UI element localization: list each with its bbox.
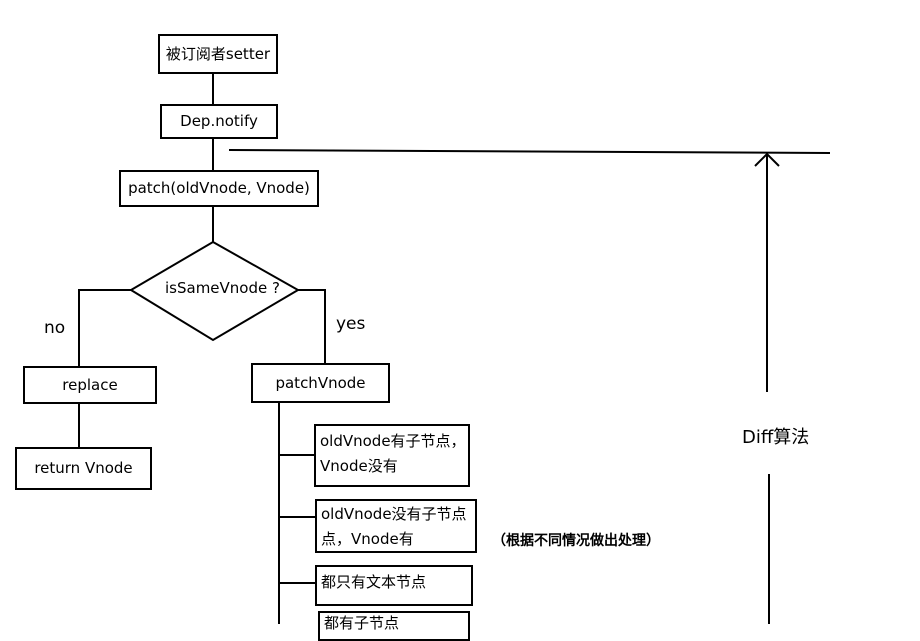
case1-line2: Vnode没有	[320, 456, 398, 475]
yes-label: yes	[336, 314, 366, 334]
diff-arrow-head	[754, 152, 780, 167]
diff-feedback-line	[228, 149, 831, 154]
node-patch-vnode: patchVnode	[251, 363, 390, 403]
edge-no-branch	[78, 289, 131, 367]
node-case-text-only: 都只有文本节点	[315, 565, 473, 606]
node-replace: replace	[23, 366, 157, 404]
node-patch: patch(oldVnode, Vnode)	[119, 170, 319, 207]
connector-lines	[78, 73, 831, 624]
node-patch-vnode-label: patchVnode	[275, 373, 366, 392]
no-label: no	[44, 318, 66, 338]
handling-note: （根据不同情况做出处理）	[492, 533, 660, 549]
node-return-vnode: return Vnode	[15, 447, 152, 490]
diff-algorithm-label: Diff算法	[742, 427, 810, 448]
node-return-vnode-label: return Vnode	[34, 459, 133, 478]
node-subscriber-setter-label: 被订阅者setter	[165, 44, 271, 63]
node-dep-notify: Dep.notify	[160, 104, 278, 139]
case3-label: 都只有文本节点	[321, 573, 427, 591]
case1-line1: oldVnode有子节点，	[320, 432, 466, 450]
node-replace-label: replace	[62, 375, 118, 394]
decision-label: isSameVnode ?	[165, 279, 280, 297]
node-case-new-has-children: oldVnode没有子节点 点，Vnode有	[315, 499, 477, 553]
edge-yes-branch	[298, 289, 326, 364]
node-case-old-has-children: oldVnode有子节点， Vnode没有	[314, 424, 470, 487]
case2-line1: oldVnode没有子节点	[321, 505, 467, 523]
node-case-both-children: 都有子节点	[318, 611, 470, 641]
case2-line2: 点，Vnode有	[321, 529, 414, 548]
node-patch-label: patch(oldVnode, Vnode)	[128, 179, 310, 198]
node-dep-notify-label: Dep.notify	[180, 112, 258, 131]
node-subscriber-setter: 被订阅者setter	[158, 34, 278, 74]
decision-diamond	[129, 240, 301, 342]
